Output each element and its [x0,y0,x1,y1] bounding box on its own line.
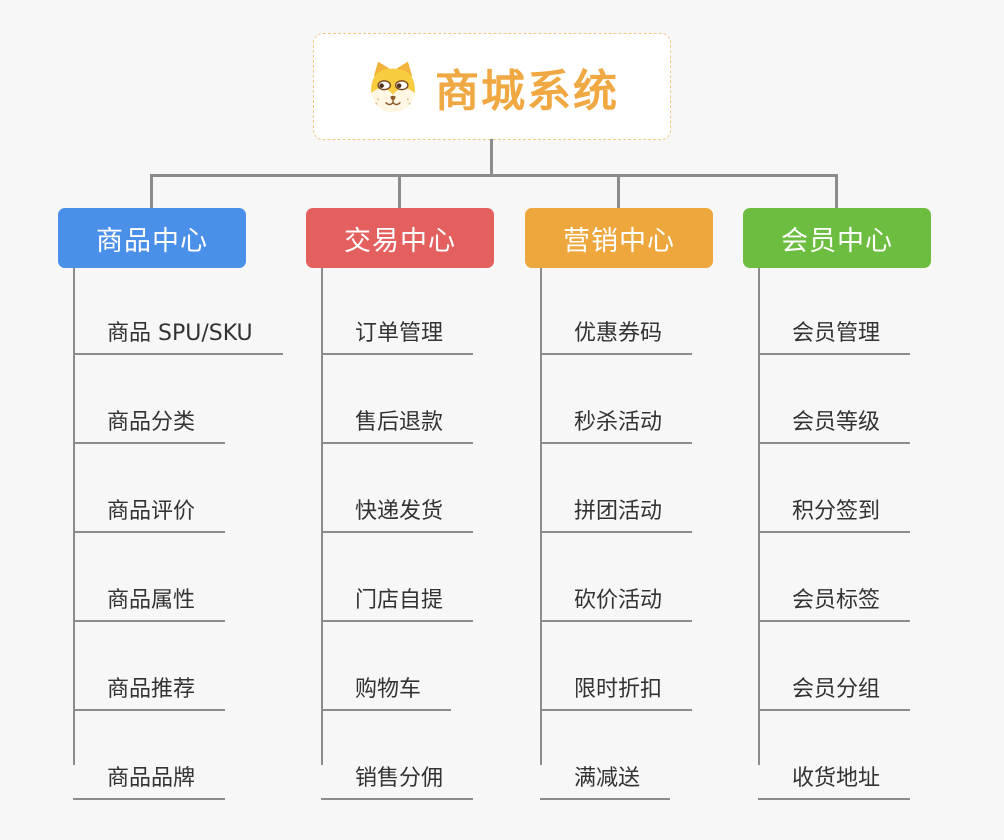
leaf-node[interactable]: 积分签到 [758,499,911,534]
connector-trunk [321,268,323,765]
branch-label: 营销中心 [563,225,675,257]
leaf-node[interactable]: 订单管理 [321,321,474,356]
branch-node-trade-center[interactable]: 交易中心 [306,208,494,268]
connector-drop [617,175,620,209]
root-node[interactable]: 商城系统 [313,33,671,140]
leaf-node[interactable]: 商品品牌 [73,766,226,801]
leaf-node[interactable]: 快递发货 [321,499,474,534]
connector-drop [835,175,838,209]
connector-trunk [73,268,75,765]
leaf-node[interactable]: 商品分类 [73,410,226,445]
connector-drop [150,175,153,209]
leaf-node[interactable]: 会员分组 [758,677,911,712]
leaf-node[interactable]: 商品 SPU/SKU [73,321,283,356]
branch-product-center: 商品中心 商品 SPU/SKU 商品分类 商品评价 商品属性 商品推荐 商品品牌 [58,208,283,818]
branch-node-member-center[interactable]: 会员中心 [743,208,931,268]
branch-node-product-center[interactable]: 商品中心 [58,208,246,268]
connector-drop [398,175,401,209]
leaf-node[interactable]: 秒杀活动 [540,410,693,445]
leaf-node[interactable]: 购物车 [321,677,452,712]
leaf-node[interactable]: 会员标签 [758,588,911,623]
leaf-node[interactable]: 商品属性 [73,588,226,623]
branch-label: 商品中心 [96,225,208,257]
leaf-node[interactable]: 会员管理 [758,321,911,356]
branch-trade-center: 交易中心 订单管理 售后退款 快递发货 门店自提 购物车 销售分佣 [306,208,494,818]
root-title: 商城系统 [435,65,619,117]
leaf-node[interactable]: 砍价活动 [540,588,693,623]
leaf-node[interactable]: 收货地址 [758,766,911,801]
branch-label: 交易中心 [344,225,456,257]
branch-node-marketing-center[interactable]: 营销中心 [525,208,713,268]
leaf-node[interactable]: 满减送 [540,766,671,801]
leaf-node[interactable]: 会员等级 [758,410,911,445]
connector-trunk [758,268,760,765]
leaf-node[interactable]: 售后退款 [321,410,474,445]
leaf-node[interactable]: 拼团活动 [540,499,693,534]
leaf-node[interactable]: 商品推荐 [73,677,226,712]
dog-face-icon [365,59,421,115]
leaf-node[interactable]: 门店自提 [321,588,474,623]
connector-root-drop [490,139,493,177]
branch-member-center: 会员中心 会员管理 会员等级 积分签到 会员标签 会员分组 收货地址 [743,208,931,818]
branch-marketing-center: 营销中心 优惠券码 秒杀活动 拼团活动 砍价活动 限时折扣 满减送 [525,208,713,818]
connector-trunk [540,268,542,765]
leaf-node[interactable]: 限时折扣 [540,677,693,712]
leaf-node[interactable]: 销售分佣 [321,766,474,801]
leaf-node[interactable]: 商品评价 [73,499,226,534]
connector-bus [150,174,838,177]
leaf-node[interactable]: 优惠券码 [540,321,693,356]
branch-label: 会员中心 [781,225,893,257]
